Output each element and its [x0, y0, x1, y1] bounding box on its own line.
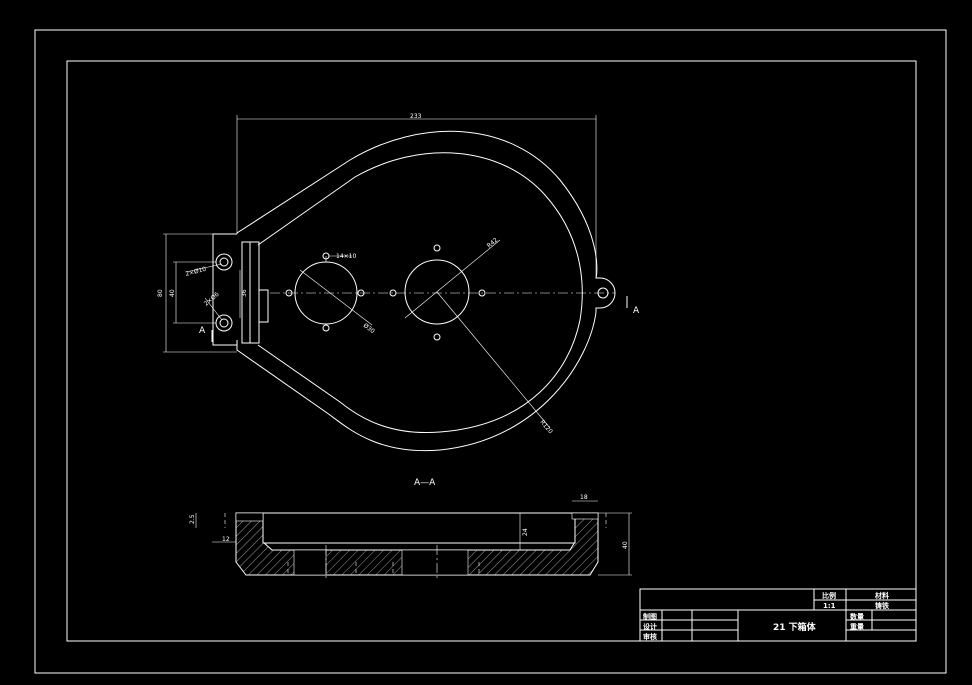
plan-pin-hole-top-inner: [219, 257, 229, 267]
leader-pin-bottom: [204, 297, 223, 321]
section-slot-4: [571, 512, 599, 520]
plan-right-bolt-left: [389, 289, 397, 297]
title-block-frame: [639, 588, 917, 642]
plan-view: 233 80 40 36 2×Ø10 2×Ø6 14×10 Ø30 R42 R1…: [157, 113, 640, 452]
plan-pin-hole-top: [215, 253, 233, 271]
view-mark-right: A: [633, 306, 640, 316]
leader-right-bore: [404, 239, 501, 319]
leader-left-bore: [299, 269, 373, 326]
plan-pin-hole-bottom-inner: [219, 318, 229, 328]
dim-height-outer: 80: [157, 289, 164, 297]
tb-scale-label: 比例: [822, 591, 836, 600]
dim-section-left-width: 12: [222, 536, 230, 543]
plan-center-slot: [259, 289, 269, 323]
plan-outer-contour: [236, 130, 616, 452]
dim-pin-bottom: 2×Ø6: [203, 291, 221, 308]
dim-slot-height: 36: [241, 289, 248, 297]
plan-left-bolt-bottom: [322, 324, 330, 332]
tb-material-value: 铸铁: [875, 601, 889, 610]
plan-right-bolt-bottom: [433, 333, 441, 341]
view-mark-left: A: [199, 326, 206, 336]
section-title: A—A: [414, 478, 436, 488]
tb-designed-by: 设计: [643, 622, 657, 631]
plan-inner-contour: [257, 152, 583, 434]
dim-section-left-top: 2.5: [189, 514, 196, 524]
leader-radius-outer: [436, 291, 551, 429]
dim-section-depth: 24: [522, 528, 529, 536]
dim-section-top-right: 18: [580, 494, 588, 501]
tb-material-label: 材料: [874, 591, 889, 600]
section-slot-3: [235, 512, 264, 522]
outer-border: [34, 29, 947, 674]
section-slot-2: [401, 549, 469, 576]
dim-radius-outer: R120: [538, 419, 554, 436]
dim-hole-depth: 14×10: [336, 253, 356, 260]
dim-section-height: 40: [622, 541, 629, 549]
inner-border: [66, 60, 917, 642]
plan-left-bolt-left: [285, 289, 293, 297]
plan-left-lug: [212, 233, 237, 346]
tb-scale-value: 1:1: [823, 602, 836, 610]
dim-overall-width: 233: [410, 113, 422, 120]
dim-pin-top: 2×Ø10: [185, 266, 207, 278]
plan-right-bolt-right: [478, 289, 486, 297]
plan-right-bore: [404, 259, 470, 325]
dim-dia-pattern: Ø30: [362, 322, 376, 335]
section-slot-1: [293, 549, 327, 576]
leader-pin-top: [185, 263, 223, 273]
section-view: A—A 2.5 12 18 24 40: [189, 478, 632, 580]
title-block: 比例 1:1 材料 铸铁 制图 设计 审核 21 下箱体 数量 重量: [639, 588, 917, 642]
tb-checked-by: 审核: [643, 632, 657, 641]
plan-pin-hole-bottom: [215, 314, 233, 332]
tb-weight-label: 重量: [850, 622, 864, 631]
dim-radius-large: R42: [486, 236, 500, 249]
tb-part-name: 21 下箱体: [773, 621, 817, 633]
tb-drawn-by: 制图: [643, 612, 657, 621]
plan-left-bolt-right: [357, 289, 365, 297]
dim-height-inner: 40: [169, 289, 176, 297]
plan-right-bolt-top: [433, 244, 441, 252]
tb-quantity-label: 数量: [850, 612, 864, 621]
section-cavity: [262, 512, 576, 544]
